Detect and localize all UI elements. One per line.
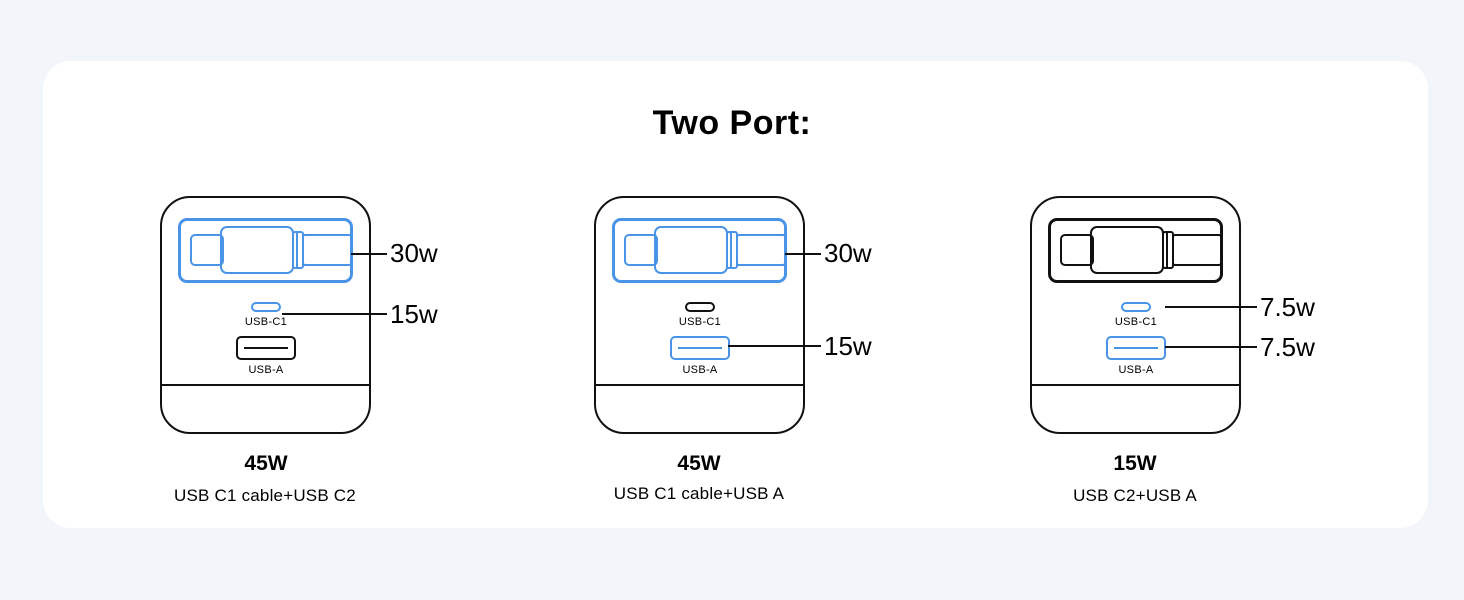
a-leader-line [1165, 346, 1257, 348]
cable-watt: 30w [390, 238, 438, 268]
usb-c1-port [685, 302, 715, 312]
c1-watt: 15w [390, 299, 438, 329]
c1-leader-line [1165, 306, 1257, 308]
usb-a-port [1106, 336, 1166, 360]
usb-a-port [670, 336, 730, 360]
a-watt: 7.5w [1260, 332, 1315, 362]
charger-diagram-2: USB-C1 USB-A [594, 196, 805, 434]
device-divider [1032, 384, 1239, 386]
cable-leader-line [785, 253, 821, 255]
cable-slot-active [612, 218, 787, 283]
cable-leader-line [351, 253, 387, 255]
cable-watt: 30w [824, 238, 872, 268]
a-leader-line [728, 345, 821, 347]
usb-a-port [236, 336, 296, 360]
page-title: Two Port: [652, 104, 812, 142]
cable-slot-active [178, 218, 353, 283]
c1-leader-line [282, 313, 387, 315]
total-watt: 45W [244, 452, 288, 475]
combo-label: USB C1 cable+USB C2 [174, 486, 356, 505]
a-watt: 15w [824, 331, 872, 361]
charger-diagram-1: USB-C1 USB-A [160, 196, 371, 434]
device-divider [596, 384, 803, 386]
usb-c-cable-icon [624, 226, 786, 274]
device-divider [162, 384, 369, 386]
usb-c1-label: USB-C1 [1114, 316, 1158, 328]
usb-a-label: USB-A [1118, 364, 1154, 376]
cable-slot-inactive [1048, 218, 1223, 283]
usb-c-cable-icon [1060, 226, 1222, 274]
usb-a-label: USB-A [682, 364, 718, 376]
usb-c1-port [1121, 302, 1151, 312]
total-watt: 45W [677, 452, 721, 475]
usb-c-cable-icon [190, 226, 352, 274]
usb-c1-label: USB-C1 [244, 316, 288, 328]
charger-diagram-3: USB-C1 USB-A [1030, 196, 1241, 434]
usb-c1-port [251, 302, 281, 312]
combo-label: USB C1 cable+USB A [613, 484, 785, 503]
usb-a-label: USB-A [248, 364, 284, 376]
total-watt: 15W [1113, 452, 1157, 475]
combo-label: USB C2+USB A [1073, 486, 1197, 505]
c1-watt: 7.5w [1260, 292, 1315, 322]
usb-c1-label: USB-C1 [678, 316, 722, 328]
